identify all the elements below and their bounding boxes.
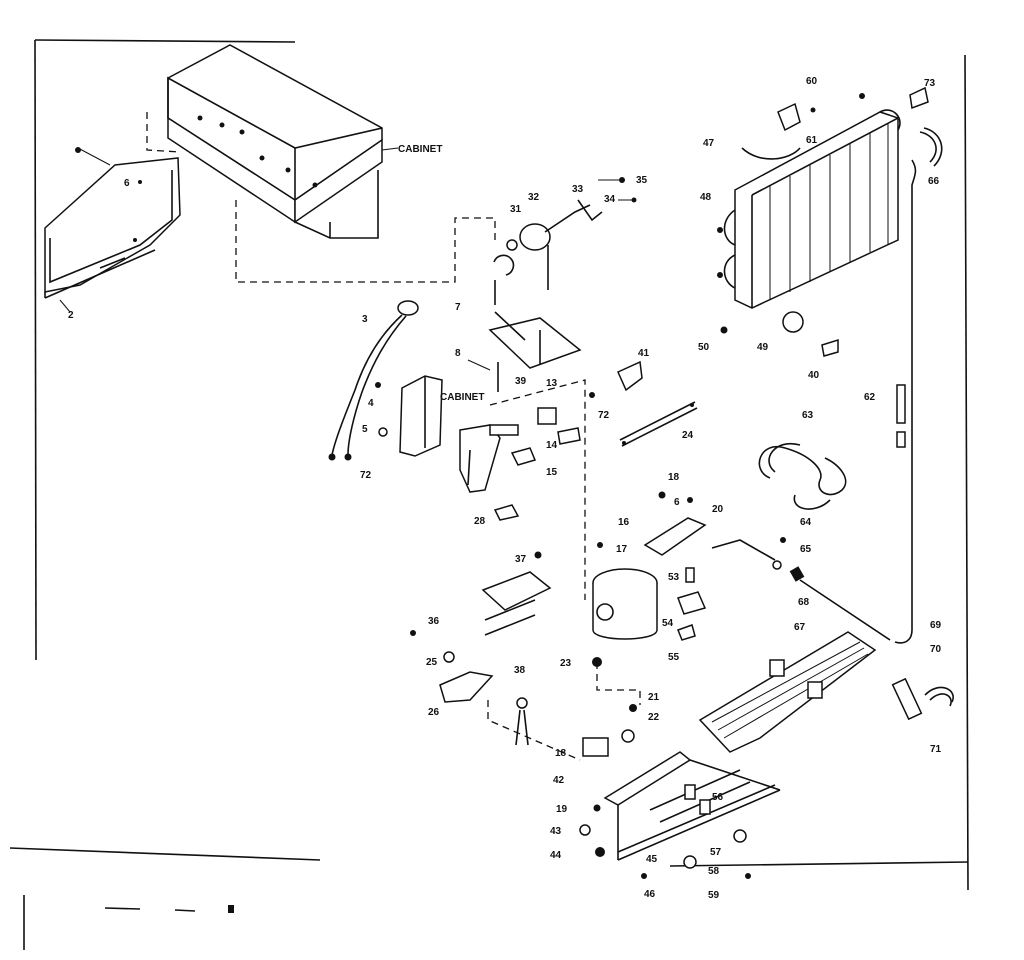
label-32: 32 bbox=[528, 192, 540, 203]
page-border bbox=[9, 39, 969, 950]
label-34: 34 bbox=[604, 194, 616, 205]
compressor-bracket bbox=[597, 491, 776, 561]
label-53: 53 bbox=[668, 572, 680, 583]
label-70: 70 bbox=[930, 644, 942, 655]
control-bracket bbox=[467, 311, 595, 398]
label-58: 58 bbox=[708, 866, 720, 877]
side-panel bbox=[44, 147, 181, 313]
fan-motor bbox=[782, 311, 839, 357]
label-33: 33 bbox=[572, 184, 584, 195]
label-49: 49 bbox=[757, 342, 769, 353]
label-73: 73 bbox=[924, 78, 936, 89]
label-18b: 18 bbox=[555, 748, 567, 759]
label-21: 21 bbox=[648, 692, 660, 703]
leader-cabinet-left bbox=[146, 112, 181, 153]
label-17: 17 bbox=[616, 544, 628, 555]
label-3: 3 bbox=[362, 314, 368, 325]
label-40: 40 bbox=[808, 370, 820, 381]
grommet-parts bbox=[677, 567, 707, 641]
label-72a: 72 bbox=[360, 470, 372, 481]
label-20: 20 bbox=[712, 504, 724, 515]
label-36: 36 bbox=[428, 616, 440, 627]
label-63: 63 bbox=[802, 410, 814, 421]
evaporator-67 bbox=[698, 631, 877, 753]
label-7: 7 bbox=[455, 302, 461, 313]
label-26: 26 bbox=[428, 707, 440, 718]
label-13: 13 bbox=[546, 378, 558, 389]
leader-lower bbox=[487, 700, 581, 761]
label-42: 42 bbox=[553, 775, 565, 786]
label-28: 28 bbox=[474, 516, 486, 527]
label-39: 39 bbox=[515, 376, 527, 387]
leader-cabinet-bottom bbox=[235, 200, 496, 283]
label-55: 55 bbox=[668, 652, 680, 663]
label-61: 61 bbox=[806, 135, 818, 146]
cabinet-top-label: CABINET bbox=[398, 144, 442, 155]
label-66: 66 bbox=[928, 176, 940, 187]
label-16: 16 bbox=[618, 517, 630, 528]
label-57: 57 bbox=[710, 847, 722, 858]
wire-harness bbox=[328, 300, 419, 461]
label-19: 19 bbox=[556, 804, 568, 815]
leader-mid bbox=[489, 379, 586, 600]
bracket-41 bbox=[617, 360, 643, 392]
base-frame bbox=[579, 704, 781, 879]
label-35: 35 bbox=[636, 175, 648, 186]
condenser-coil bbox=[717, 109, 901, 334]
temperature-control bbox=[493, 177, 637, 305]
label-18a: 18 bbox=[668, 472, 680, 483]
label-6: 6 bbox=[124, 178, 130, 189]
label-71: 71 bbox=[930, 744, 942, 755]
label-68: 68 bbox=[798, 597, 810, 608]
filter-parts bbox=[891, 677, 954, 721]
label-6b: 6 bbox=[674, 497, 680, 508]
label-45: 45 bbox=[646, 854, 658, 865]
label-67: 67 bbox=[794, 622, 806, 633]
label-14: 14 bbox=[546, 440, 558, 451]
label-38: 38 bbox=[514, 665, 526, 676]
part-number-labels: 2 6 3 4 5 72 7 8 39 31 32 33 34 35 13 72… bbox=[68, 76, 942, 901]
label-64: 64 bbox=[800, 517, 812, 528]
label-25: 25 bbox=[426, 657, 438, 668]
compressor bbox=[592, 568, 658, 667]
label-31: 31 bbox=[510, 204, 522, 215]
label-60: 60 bbox=[806, 76, 818, 87]
label-5: 5 bbox=[362, 424, 368, 435]
label-43: 43 bbox=[550, 826, 562, 837]
label-4: 4 bbox=[368, 398, 374, 409]
label-37: 37 bbox=[515, 554, 527, 565]
lower-left-bracket bbox=[410, 551, 552, 746]
label-46: 46 bbox=[644, 889, 656, 900]
cabinet-tray bbox=[167, 44, 399, 239]
label-22: 22 bbox=[648, 712, 660, 723]
label-59: 59 bbox=[708, 890, 720, 901]
relay-cover bbox=[375, 375, 443, 457]
label-48: 48 bbox=[700, 192, 712, 203]
label-24: 24 bbox=[682, 430, 694, 441]
label-56: 56 bbox=[712, 792, 724, 803]
label-65: 65 bbox=[800, 544, 812, 555]
label-69: 69 bbox=[930, 620, 942, 631]
cabinet-mid-label: CABINET bbox=[440, 392, 484, 403]
upper-right-parts bbox=[741, 86, 943, 644]
label-50: 50 bbox=[698, 342, 710, 353]
label-8: 8 bbox=[455, 348, 461, 359]
label-62: 62 bbox=[864, 392, 876, 403]
label-15: 15 bbox=[546, 467, 558, 478]
tubing-assembly bbox=[772, 537, 891, 641]
strap-24 bbox=[619, 401, 698, 447]
label-44: 44 bbox=[550, 850, 562, 861]
thermostat-housing bbox=[459, 407, 581, 521]
label-72b: 72 bbox=[598, 410, 610, 421]
label-2: 2 bbox=[68, 310, 74, 321]
drier-62 bbox=[896, 384, 906, 448]
label-41: 41 bbox=[638, 348, 650, 359]
leader-compressor bbox=[596, 662, 641, 705]
label-54: 54 bbox=[662, 618, 674, 629]
label-47: 47 bbox=[703, 138, 715, 149]
drain-coil-63 bbox=[758, 442, 847, 510]
label-23: 23 bbox=[560, 658, 572, 669]
